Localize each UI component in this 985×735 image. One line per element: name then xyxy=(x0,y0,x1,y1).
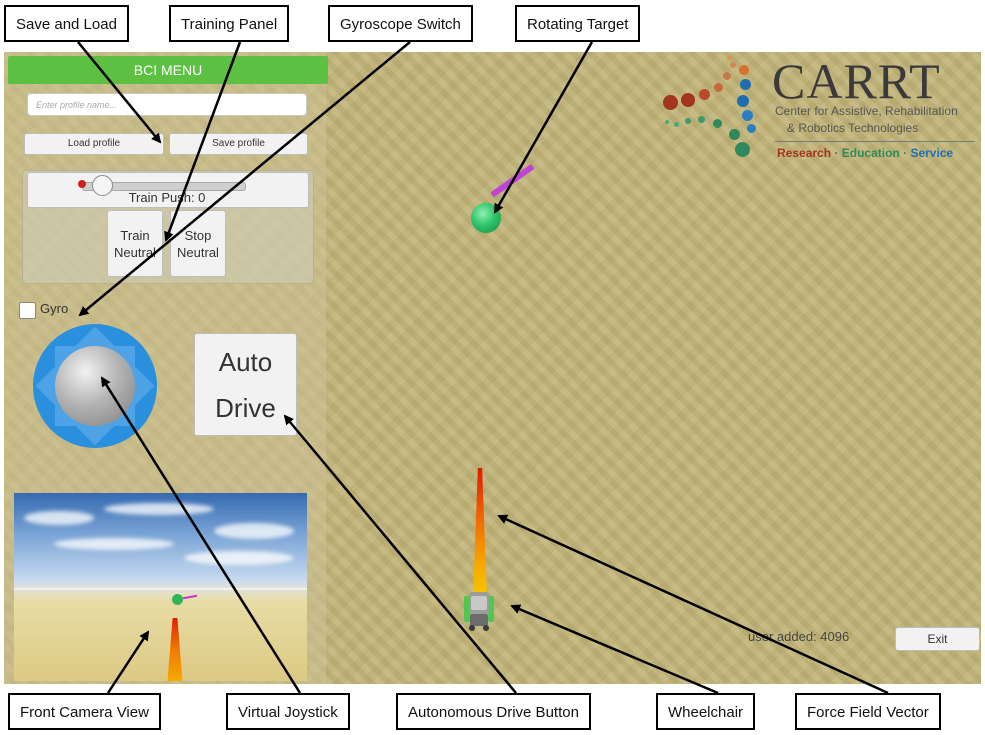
train-push-label: Train Push: 0 xyxy=(128,190,206,205)
tag-separator: · xyxy=(903,146,908,160)
carrt-subtitle-line2: & Robotics Technologies xyxy=(787,121,919,135)
callout-force-field-vector: Force Field Vector xyxy=(795,693,941,730)
rotating-target xyxy=(471,203,501,233)
gyro-label: Gyro xyxy=(40,301,69,316)
logo-dot xyxy=(723,72,731,80)
tag-separator: · xyxy=(834,146,839,160)
carrt-divider xyxy=(775,141,975,142)
carrt-title: CARRT xyxy=(772,53,941,109)
logo-dot xyxy=(747,124,756,133)
train-neutral-button[interactable]: Train Neutral xyxy=(107,210,163,277)
callout-autonomous-drive-button: Autonomous Drive Button xyxy=(396,693,591,730)
carrt-subtitle-line1: Center for Assistive, Rehabilitation xyxy=(775,104,958,118)
logo-dot xyxy=(698,116,705,123)
logo-dot xyxy=(713,119,722,128)
cloud xyxy=(214,523,294,539)
callout-rotating-target: Rotating Target xyxy=(515,5,641,42)
callout-training-panel: Training Panel xyxy=(169,5,290,42)
load-profile-button[interactable]: Load profile xyxy=(24,133,164,155)
gyro-checkbox[interactable] xyxy=(19,302,36,319)
logo-dot xyxy=(730,62,736,68)
camera-target-arm xyxy=(182,594,198,600)
exit-button[interactable]: Exit xyxy=(895,627,980,651)
logo-dot xyxy=(737,95,749,107)
carrt-tagline: Research · Education · Service xyxy=(777,146,953,160)
logo-dot xyxy=(685,118,691,124)
tag-service: Service xyxy=(910,146,954,160)
stop-neutral-button[interactable]: Stop Neutral xyxy=(170,210,226,277)
joystick-knob[interactable] xyxy=(55,346,135,426)
cloud xyxy=(184,551,294,565)
cloud xyxy=(24,511,94,525)
auto-drive-button[interactable]: Auto Drive xyxy=(194,333,297,436)
bci-menu-header: BCI MENU xyxy=(8,56,328,84)
logo-dot xyxy=(735,142,750,157)
callout-gyroscope-switch: Gyroscope Switch xyxy=(328,5,473,42)
auto-drive-label-line1: Auto xyxy=(218,347,273,377)
logo-dot xyxy=(681,93,695,107)
tag-education: Education xyxy=(841,146,900,160)
logo-dot xyxy=(674,122,679,127)
wheelchair-icon xyxy=(464,592,494,631)
carrt-logo xyxy=(657,52,981,167)
callout-virtual-joystick: Virtual Joystick xyxy=(226,693,350,730)
logo-dot xyxy=(740,79,751,90)
tag-research: Research xyxy=(777,146,832,160)
logo-dot xyxy=(663,95,678,110)
callout-save-and-load: Save and Load xyxy=(4,5,129,42)
front-camera-view xyxy=(14,493,307,681)
logo-dot xyxy=(729,129,740,140)
logo-dot xyxy=(714,83,723,92)
save-profile-button[interactable]: Save profile xyxy=(169,133,308,155)
user-added-status: user added: 4096 xyxy=(748,629,850,644)
camera-target-ball xyxy=(172,594,183,605)
logo-dot xyxy=(665,120,669,124)
callout-wheelchair: Wheelchair xyxy=(656,693,756,730)
auto-drive-label-line2: Drive xyxy=(215,393,276,423)
logo-dot xyxy=(727,55,732,60)
logo-dot xyxy=(699,89,710,100)
slider-indicator-dot xyxy=(78,180,86,188)
camera-force-vector xyxy=(167,618,183,681)
callout-front-camera-view: Front Camera View xyxy=(8,693,161,730)
cloud xyxy=(104,503,214,515)
camera-horizon xyxy=(14,588,307,590)
logo-dot xyxy=(742,110,753,121)
logo-dot xyxy=(739,65,749,75)
cloud xyxy=(54,538,174,550)
profile-name-input[interactable]: Enter profile name... xyxy=(27,93,307,116)
